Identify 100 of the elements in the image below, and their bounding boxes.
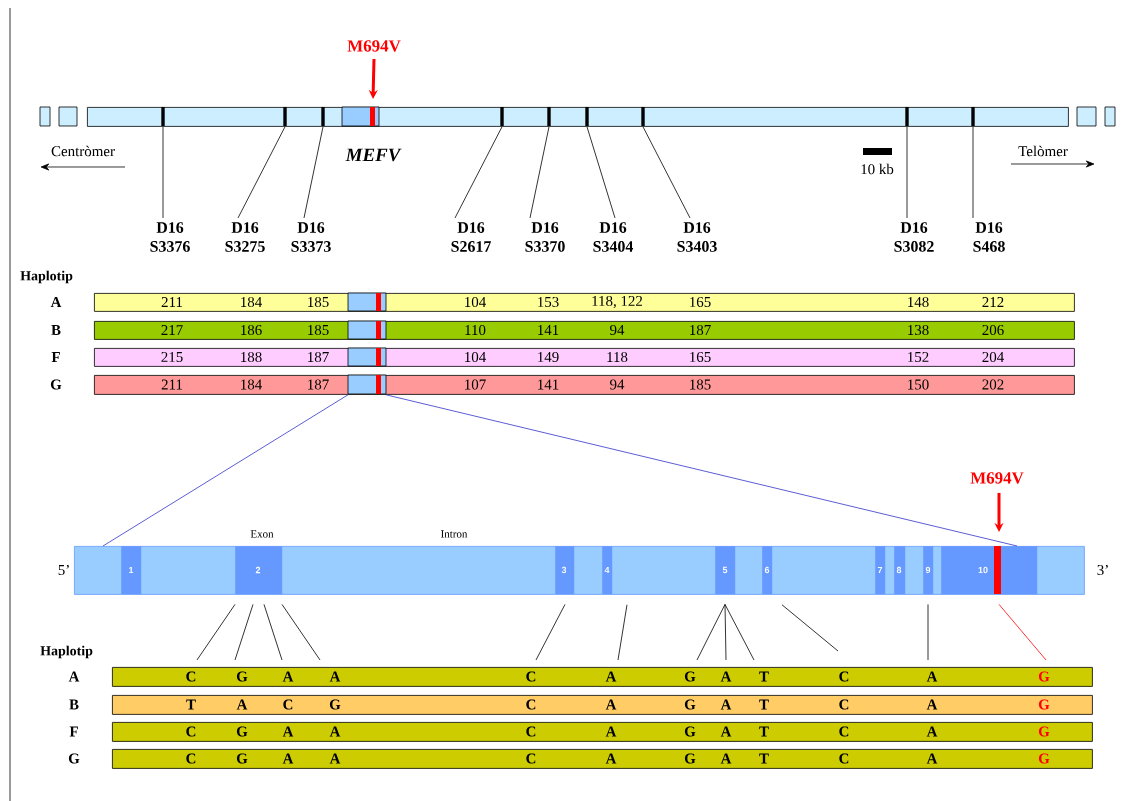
allele-size: 212 — [982, 297, 1004, 307]
allele-size: 185 — [308, 324, 329, 336]
leader-line — [998, 604, 1047, 661]
nucleotide: G — [684, 753, 696, 764]
nucleotide: C — [839, 671, 849, 682]
leader-line — [529, 126, 550, 219]
nucleotide: G — [236, 726, 248, 737]
allele-size: 118, 122 — [592, 295, 643, 309]
allele-size: 204 — [982, 351, 1004, 363]
marker-label: D16 S2617 — [451, 222, 491, 252]
allele-size: 153 — [538, 297, 559, 307]
allele-size: 188 — [241, 351, 262, 363]
allele-size: 107 — [465, 379, 486, 390]
zoom-line — [102, 394, 349, 547]
nucleotide: A — [282, 671, 294, 682]
nucleotide: C — [186, 726, 196, 737]
nucleotide: G — [1038, 753, 1050, 764]
nucleotide: C — [839, 699, 849, 710]
row-letter: G — [68, 753, 80, 764]
nucleotide: C — [526, 671, 536, 682]
nucleotide: G — [684, 726, 696, 737]
row-letter: F — [51, 352, 60, 362]
region-label: Intron — [441, 530, 468, 538]
leader-line — [535, 604, 566, 661]
allele-size: 211 — [161, 379, 183, 390]
nucleotide: C — [839, 726, 849, 737]
allele-size: 141 — [538, 379, 559, 390]
allele-size: 148 — [908, 296, 929, 308]
nucleotide: A — [605, 753, 617, 764]
column-heading: Haplotip — [20, 270, 73, 284]
nucleotide: G — [236, 671, 248, 682]
leader-line — [303, 126, 324, 219]
leader-line — [281, 604, 321, 661]
leader-line — [196, 604, 236, 661]
end-label: 5’ — [58, 564, 69, 576]
leader-line — [237, 126, 286, 219]
leader-line — [781, 604, 839, 652]
nucleotide: G — [329, 699, 341, 710]
nucleotide: A — [282, 753, 294, 764]
exon-box: 4 — [602, 546, 613, 595]
exon-box: 10 — [941, 546, 1038, 595]
leader-line — [927, 604, 929, 661]
nucleotide: C — [839, 753, 849, 764]
mutation-label: M694V — [970, 472, 1024, 484]
leader-line — [724, 604, 755, 661]
nucleotide: A — [926, 753, 938, 764]
marker-label: D16 S3404 — [593, 222, 634, 252]
allele-size: 184 — [241, 296, 262, 308]
allele-size: 94 — [610, 325, 625, 335]
nucleotide: T — [759, 699, 769, 710]
nucleotide: A — [329, 671, 341, 682]
nucleotide: C — [526, 753, 536, 764]
allele-size: 185 — [690, 379, 711, 390]
exon-box: 6 — [762, 546, 773, 595]
nucleotide: C — [283, 699, 293, 710]
nucleotide: T — [759, 726, 769, 737]
marker-label: D16 S468 — [973, 222, 1005, 252]
marker-label: D16 S3275 — [225, 222, 265, 252]
allele-size: 118 — [607, 351, 628, 363]
allele-size: 184 — [241, 379, 262, 390]
allele-size: 152 — [908, 352, 929, 362]
nucleotide: C — [526, 699, 536, 710]
allele-size: 149 — [538, 352, 559, 362]
nucleotide: A — [926, 671, 938, 682]
nucleotide: C — [186, 671, 196, 682]
leader-line — [234, 604, 254, 661]
chromosome-drawing — [39, 106, 1116, 127]
scale-label: 10 kb — [861, 163, 894, 175]
allele-size: 94 — [610, 379, 625, 390]
nucleotide: A — [720, 699, 732, 710]
nucleotide: A — [329, 753, 341, 764]
exon-box: 9 — [923, 546, 934, 595]
marker-label: D16 S3370 — [525, 222, 565, 252]
leader-line — [617, 604, 628, 661]
nucleotide: G — [684, 699, 696, 710]
marker-label: D16 S3403 — [677, 222, 717, 252]
allele-size: 186 — [241, 324, 262, 336]
mutation-label: M694V — [347, 40, 401, 52]
nucleotide: A — [605, 699, 617, 710]
marker-label: D16 S3373 — [291, 222, 331, 252]
allele-size: 104 — [465, 296, 486, 308]
leader-line — [724, 604, 727, 661]
exon-box: 5 — [715, 546, 736, 595]
allele-size: 206 — [982, 324, 1004, 336]
nucleotide: T — [186, 699, 196, 710]
nucleotide: A — [236, 699, 248, 710]
nucleotide: G — [1038, 726, 1050, 737]
row-letter: G — [50, 379, 62, 390]
nucleotide: G — [236, 753, 248, 764]
exon-box: 3 — [555, 546, 575, 595]
exon-box: 1 — [121, 546, 142, 595]
nucleotide: A — [282, 726, 294, 737]
direction-label: Telòmer — [1018, 145, 1068, 157]
row-letter: F — [69, 726, 78, 737]
allele-size: 217 — [161, 325, 183, 335]
allele-size: 187 — [308, 379, 329, 390]
allele-size: 165 — [690, 352, 711, 362]
nucleotide: A — [329, 726, 341, 737]
nucleotide: C — [526, 726, 536, 737]
direction-label: Centròmer — [51, 145, 115, 157]
